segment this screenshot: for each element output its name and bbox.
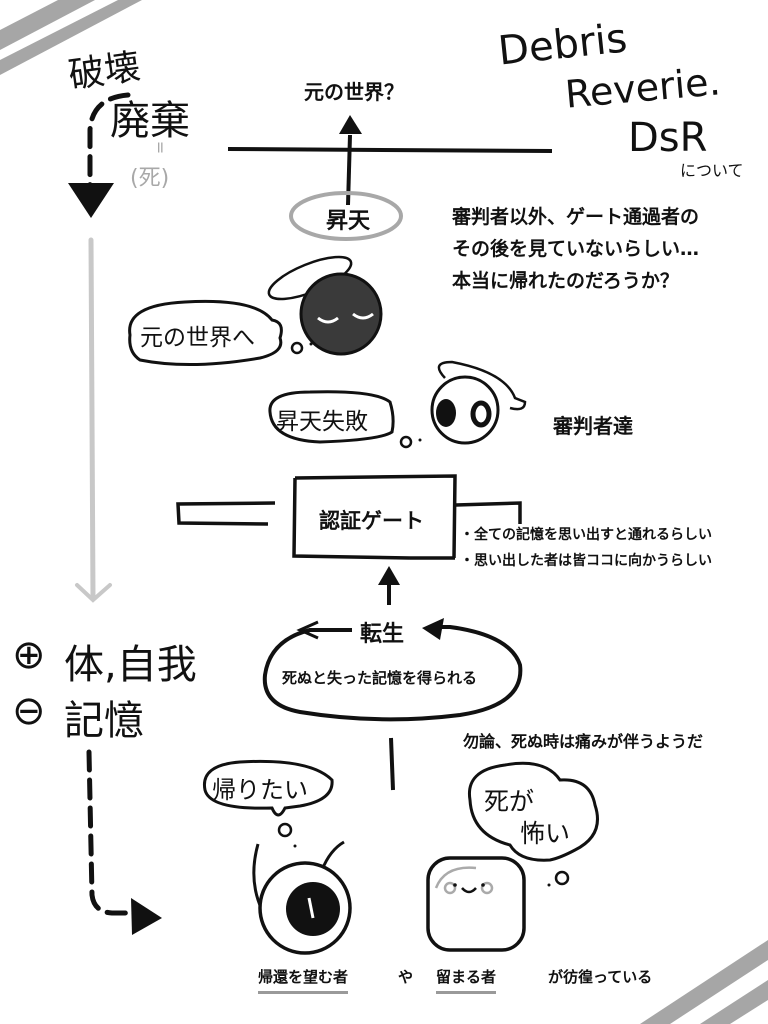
- label-equals: =: [151, 140, 171, 155]
- plus-icon: ⊕: [12, 632, 46, 678]
- stayer-character: [426, 856, 526, 952]
- ascending-character: [267, 255, 383, 356]
- group-stayers: 留まる者: [436, 966, 497, 994]
- wandering-text: が彷徨っている: [548, 968, 653, 986]
- gate-note-1: ・全ての記憶を思い出すと通れるらしい: [460, 527, 712, 543]
- gate-note-2: ・思い出した者は皆ココに向かうらしい: [460, 553, 712, 569]
- gate-label: 認証ゲート: [319, 509, 424, 533]
- rebirth-arrowhead-filled-icon: [422, 618, 444, 640]
- world-boundary-line: [227, 147, 553, 153]
- guide-arrowhead-icon: [75, 583, 112, 603]
- thought-bubble-want-return: [202, 759, 334, 817]
- ascension-oval: [289, 191, 403, 241]
- note-top-line-1: 審判者以外、ゲート通過者の: [452, 206, 700, 228]
- minus-icon: ⊖: [12, 688, 46, 734]
- title-suffix: について: [680, 161, 744, 180]
- arrowhead-down-icon: [68, 183, 114, 218]
- arrowhead-up-icon: [378, 566, 400, 585]
- label-discard: 廃棄: [110, 98, 190, 144]
- list-lose-memory: 記憶: [64, 698, 144, 744]
- title-abbreviation: DsR: [628, 115, 708, 161]
- label-death-paren: (死): [130, 166, 170, 191]
- corner-stripes-top-left: [0, 0, 142, 75]
- arrowhead-right-icon: [131, 898, 162, 935]
- corner-stripes-bottom-right: [640, 940, 768, 1024]
- judges-label: 審判者達: [553, 414, 633, 438]
- thought-bubble-fear-death: [467, 761, 599, 862]
- loop-connector-line: [389, 737, 395, 791]
- bubble-text-ascension-failed: 昇天失敗: [276, 409, 368, 435]
- bubble-text-to-world: 元の世界へ: [140, 325, 255, 351]
- original-world-label: 元の世界？: [304, 80, 404, 104]
- rebirth-loop: [262, 625, 523, 722]
- dashed-arrow-down: [87, 92, 131, 191]
- rebirth-arrowhead-open-icon: [296, 620, 319, 640]
- bubble-text-want-return: 帰りたい: [212, 776, 308, 804]
- note-top-line-2: その後を見ていないらしい…: [452, 238, 700, 260]
- judge-character: [430, 360, 527, 445]
- arrowhead-up-icon: [339, 115, 362, 134]
- bubble-text-fear-death-2: 怖い: [520, 819, 571, 848]
- thought-bubble-to-world: [128, 299, 283, 367]
- returner-character: [252, 840, 352, 955]
- pain-note: 勿論、死ぬ時は痛みが伴うようだ: [463, 732, 704, 751]
- rebirth-loop-text: 死ぬと失った記憶を得られる: [282, 669, 478, 687]
- conjunction-ya: や: [398, 968, 414, 986]
- bubble-text-fear-death-1: 死が: [484, 787, 535, 816]
- rebirth-label: 転生: [360, 622, 405, 647]
- guide-line-down: [88, 237, 96, 601]
- dashed-arrow-right: [86, 749, 133, 916]
- gate-drawing: [176, 474, 522, 560]
- list-gain-body-ego: 体,自我: [64, 642, 197, 688]
- ascension-label: 昇天: [326, 209, 371, 234]
- group-returners: 帰還を望む者: [258, 966, 349, 994]
- note-top-line-3: 本当に帰れたのだろうか？: [452, 270, 679, 292]
- thought-bubble-ascension-failed: [268, 390, 395, 444]
